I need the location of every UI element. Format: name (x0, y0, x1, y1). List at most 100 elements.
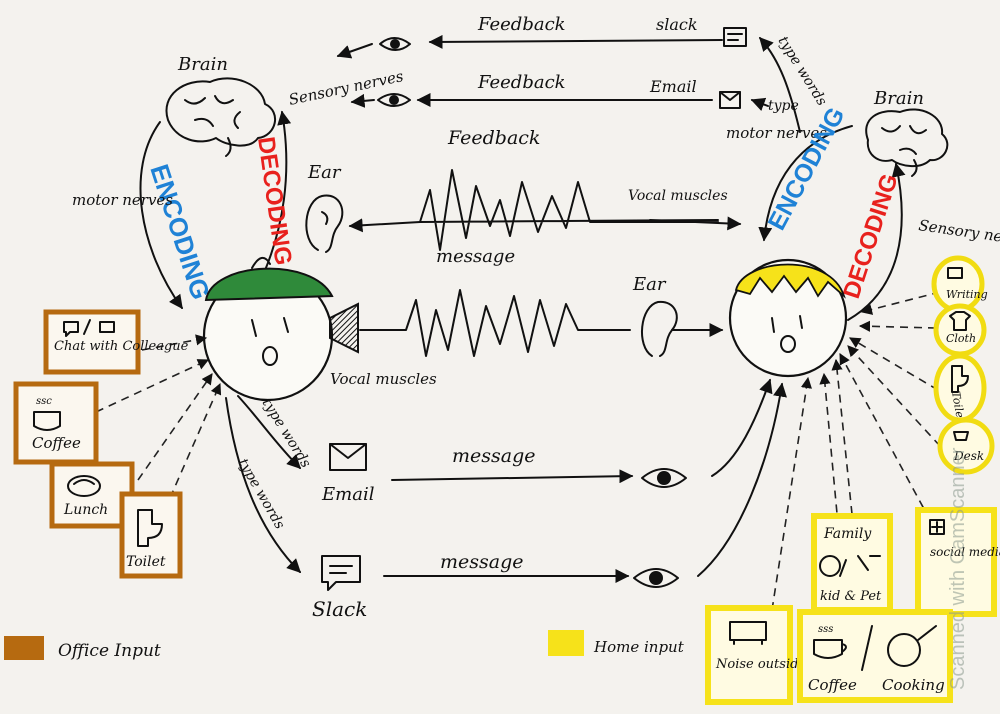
encoding-right-arrow (758, 125, 853, 242)
eye-to-right-head-arrow-1 (711, 378, 773, 477)
left-person-head (202, 257, 334, 402)
motor-nerves-right-label: motor nerves (726, 124, 827, 142)
home-card-writing-label: Writing (946, 288, 988, 301)
coffee-steam-icon: ssc (36, 396, 52, 407)
right-person-head (728, 258, 848, 378)
decoding-left-label: DECODING (252, 135, 297, 267)
legend-home-swatch (548, 630, 584, 656)
slack-top-label: slack (656, 15, 698, 34)
brain-right-label: Brain (873, 88, 924, 109)
slack-bottom-label: Slack (312, 597, 367, 621)
type-words-slack-arrow (225, 397, 301, 573)
home-card-cloth-label: Cloth (946, 332, 976, 345)
office-input-arrow (95, 359, 210, 413)
decoding-right-label: DECODING (838, 170, 904, 301)
sensory-nerves-left-label: Sensory nerves (287, 67, 405, 109)
message-email-label: message (452, 445, 536, 467)
home-input-arrow (849, 337, 939, 391)
office-input-arrow (169, 382, 222, 499)
coffee-steam-icon: sss (818, 624, 833, 635)
eye-icon (633, 568, 679, 588)
home-card-family: Family kid & Pet (811, 513, 893, 613)
brain-left-label: Brain (177, 54, 228, 75)
home-card-toilet-label: Toilet (949, 390, 967, 423)
email-bottom-label: Email (321, 484, 375, 505)
type-words-email-label: type words (259, 396, 314, 471)
home-card-desk-label: Desk (953, 449, 984, 463)
feedback-slack-arrow (428, 34, 723, 49)
type-words-email-arrow (237, 395, 301, 469)
home-card-cooking-label: Cooking (882, 676, 945, 694)
home-card-cloth: Cloth (933, 303, 987, 357)
lower-waveform (359, 289, 631, 357)
home-input-arrow (858, 320, 937, 332)
office-card-coffee-label: Coffee (32, 434, 81, 452)
home-input-arrow (819, 372, 847, 611)
type-arrow (750, 97, 769, 111)
office-card-chat: Chat with Colleague (43, 309, 189, 375)
email-icon (719, 91, 741, 109)
vocal-muscles-right-label: Vocal muscles (628, 188, 728, 204)
home-card-family-label: Family (823, 526, 872, 542)
legend-office-swatch (4, 636, 44, 660)
ear-left-label: Ear (307, 162, 342, 183)
email-icon (329, 443, 367, 471)
eye-to-brain-arrow-top (336, 43, 373, 59)
office-card-chat-label: Chat with Colleague (54, 339, 189, 354)
message-email-arrow (391, 469, 634, 484)
legend-office-label: Office Input (58, 641, 161, 661)
legend-home-label: Home input (593, 638, 685, 656)
sensory-nerves-right-label: Sensory nerves (917, 216, 1000, 250)
office-card-toilet-label: Toilet (126, 554, 166, 570)
office-card-toilet: Toilet (119, 491, 183, 579)
waveform-to-ear-arrow (348, 218, 421, 233)
message-upper-label: message (436, 246, 515, 267)
home-card-noise-label: Noise outside (715, 657, 806, 672)
eye-icon (379, 37, 411, 51)
home-card-toilet: Toilet (933, 353, 987, 424)
type-words-top-arrow (759, 36, 801, 133)
eye-icon (377, 93, 411, 107)
feedback-center-label: Feedback (447, 127, 540, 149)
home-card-social: social media / chat with friends (915, 507, 1000, 617)
type-mid-label: type (768, 98, 799, 114)
waveform-to-vocal-arrow (649, 216, 742, 231)
slack-message-icon (723, 27, 747, 47)
home-input-arrow (771, 376, 812, 611)
legend: Office Input Home input (4, 630, 685, 661)
feedback-top-label: Feedback (477, 14, 566, 35)
office-card-coffee: ssc Coffee (13, 381, 99, 465)
watermark-text: Scanned with CamScanner (947, 447, 969, 690)
motor-nerves-left-label: motor nerves (72, 191, 173, 209)
upper-waveform (419, 169, 719, 251)
megaphone-icon (329, 302, 359, 354)
encoding-left-label: ENCODING (144, 161, 216, 304)
ear-left-icon (305, 194, 344, 253)
home-card-coffee-label: Coffee (808, 676, 857, 694)
email-top-label: Email (649, 77, 697, 96)
home-card-coffee-cooking: sss Coffee Cooking (797, 609, 953, 703)
feedback-mid-label: Feedback (477, 72, 566, 93)
home-input-arrow (839, 353, 931, 521)
message-slack-label: message (440, 551, 524, 573)
decoding-left-arrow (257, 110, 292, 287)
type-words-slack-label: type words (235, 456, 288, 532)
encoding-right-label: ENCODING (763, 103, 851, 235)
encoding-left-arrow (139, 121, 183, 310)
slack-message-icon (321, 555, 361, 591)
eye-icon (641, 468, 687, 488)
home-card-desk: Desk (937, 417, 995, 475)
home-card-noise: Noise outside (705, 605, 806, 705)
brain-right-icon (865, 108, 949, 177)
ear-right-label: Ear (632, 274, 667, 295)
home-input-arrow (847, 345, 941, 447)
office-input-arrow (141, 334, 208, 351)
eye-to-brain-arrow-mid (350, 93, 375, 108)
home-card-writing: Writing (931, 255, 988, 313)
home-card-social-label: social media / chat with friends (930, 545, 1000, 559)
office-card-lunch-label: Lunch (63, 502, 108, 518)
ear-right-icon (640, 300, 678, 357)
home-input-arrow (831, 358, 853, 515)
